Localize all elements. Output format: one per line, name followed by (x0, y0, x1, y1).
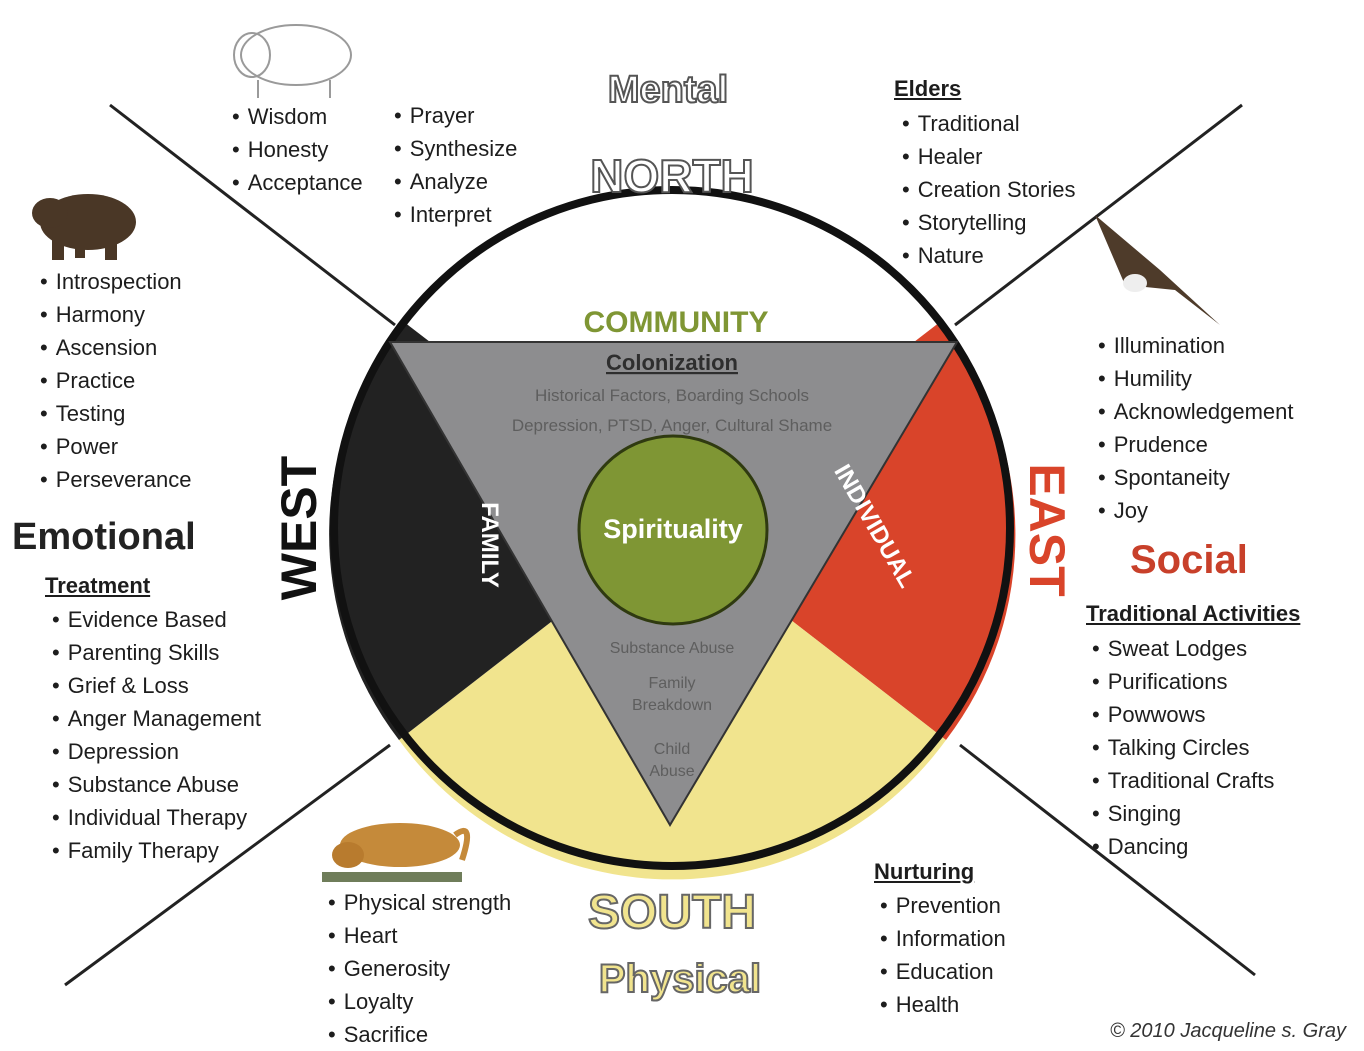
list-item: Depression (52, 735, 261, 768)
list-item: Individual Therapy (52, 801, 261, 834)
list-item: Dancing (1092, 830, 1274, 863)
list-item: Physical strength (328, 886, 512, 919)
child-abuse-label-1: Child (654, 741, 690, 758)
north-label: NORTH (590, 150, 754, 202)
spirituality-circle (577, 434, 769, 626)
list-item: Loyalty (328, 985, 511, 1018)
list-item: Introspection (40, 265, 191, 298)
south-traits: Physical strength Heart Generosity Loyal… (328, 886, 512, 1051)
child-abuse-label-2: Abuse (649, 763, 694, 780)
list-item: Power (40, 430, 191, 463)
list-item: Powwows (1092, 698, 1274, 731)
list-item: Wisdom (232, 100, 363, 133)
list-item: Generosity (328, 952, 511, 985)
list-item: Talking Circles (1092, 731, 1274, 764)
family-breakdown-label-1: Family (648, 675, 695, 692)
emotional-label: Emotional (12, 516, 196, 558)
list-item: Substance Abuse (52, 768, 261, 801)
spirituality-label: Spirituality (603, 514, 743, 544)
list-item: Acceptance (232, 166, 363, 199)
family-label: FAMILY (476, 502, 503, 588)
eagle-icon (1095, 215, 1220, 325)
list-item: Acknowledgement (1098, 395, 1294, 428)
west-label: WEST (271, 456, 327, 600)
family-breakdown-label-2: Breakdown (632, 697, 712, 714)
cougar-icon (322, 823, 471, 882)
list-item: Illumination (1098, 329, 1293, 362)
list-item: Traditional (902, 107, 1075, 140)
mental-label: Mental (608, 69, 728, 111)
list-item: Harmony (40, 298, 191, 331)
list-item: Parenting Skills (52, 636, 261, 669)
list-item: Evidence Based (52, 603, 261, 636)
list-item: Prayer (394, 99, 517, 132)
list-item: Analyze (394, 165, 517, 198)
physical-label: Physical (599, 957, 761, 1001)
colonization-line-2: Depression, PTSD, Anger, Cultural Shame (512, 416, 832, 435)
treatment-list: Evidence Based Parenting Skills Grief & … (52, 603, 261, 867)
list-item: Sweat Lodges (1092, 632, 1274, 665)
list-item: Prevention (880, 889, 1006, 922)
divider-line-nw (109, 103, 396, 327)
list-item: Health (880, 988, 1006, 1021)
buffalo-icon (233, 24, 352, 98)
west-traits: Introspection Harmony Ascension Practice… (40, 265, 192, 496)
copyright-credit: © 2010 Jacqueline s. Gray (1110, 1020, 1346, 1042)
list-item: Education (880, 955, 1006, 988)
traditional-activities-list: Sweat Lodges Purifications Powwows Talki… (1092, 632, 1275, 863)
wheel-outline (330, 186, 1014, 870)
list-item: Traditional Crafts (1092, 764, 1275, 797)
list-item: Spontaneity (1098, 461, 1293, 494)
traditional-activities-heading: Traditional Activities (1086, 601, 1301, 626)
list-item: Healer (902, 140, 1075, 173)
south-label: SOUTH (588, 886, 756, 939)
divider-line-ne (954, 103, 1243, 327)
social-label: Social (1130, 538, 1248, 582)
list-item: Anger Management (52, 702, 261, 735)
nurturing-list: Prevention Information Education Health (880, 889, 1006, 1021)
list-item: Joy (1098, 494, 1293, 527)
list-item: Prudence (1098, 428, 1293, 461)
list-item: Perseverance (40, 463, 192, 496)
list-item: Purifications (1092, 665, 1274, 698)
list-item: Practice (40, 364, 191, 397)
list-item: Singing (1092, 797, 1274, 830)
list-item: Creation Stories (902, 173, 1076, 206)
north-traits-right: Prayer Synthesize Analyze Interpret (394, 99, 518, 231)
substance-abuse-label: Substance Abuse (610, 640, 735, 657)
nurturing-heading: Nurturing (874, 859, 975, 884)
east-label: EAST (1019, 463, 1075, 596)
list-item: Synthesize (394, 132, 518, 165)
bear-icon (32, 194, 136, 260)
list-item: Information (880, 922, 1006, 955)
list-item: Family Therapy (52, 834, 261, 867)
elders-list: Traditional Healer Creation Stories Stor… (902, 107, 1076, 272)
list-item: Grief & Loss (52, 669, 261, 702)
treatment-heading: Treatment (45, 573, 151, 598)
list-item: Heart (328, 919, 511, 952)
community-label: COMMUNITY (584, 306, 769, 339)
north-traits-left: Wisdom Honesty Acceptance (232, 100, 363, 199)
colonization-line-1: Historical Factors, Boarding Schools (535, 386, 809, 405)
colonization-heading: Colonization (606, 350, 738, 375)
list-item: Nature (902, 239, 1075, 272)
list-item: Testing (40, 397, 191, 430)
list-item: Ascension (40, 331, 191, 364)
list-item: Honesty (232, 133, 363, 166)
list-item: Sacrifice (328, 1018, 511, 1051)
east-traits: Illumination Humility Acknowledgement Pr… (1098, 329, 1294, 527)
list-item: Humility (1098, 362, 1293, 395)
list-item: Interpret (394, 198, 517, 231)
elders-heading: Elders (894, 76, 962, 101)
list-item: Storytelling (902, 206, 1075, 239)
